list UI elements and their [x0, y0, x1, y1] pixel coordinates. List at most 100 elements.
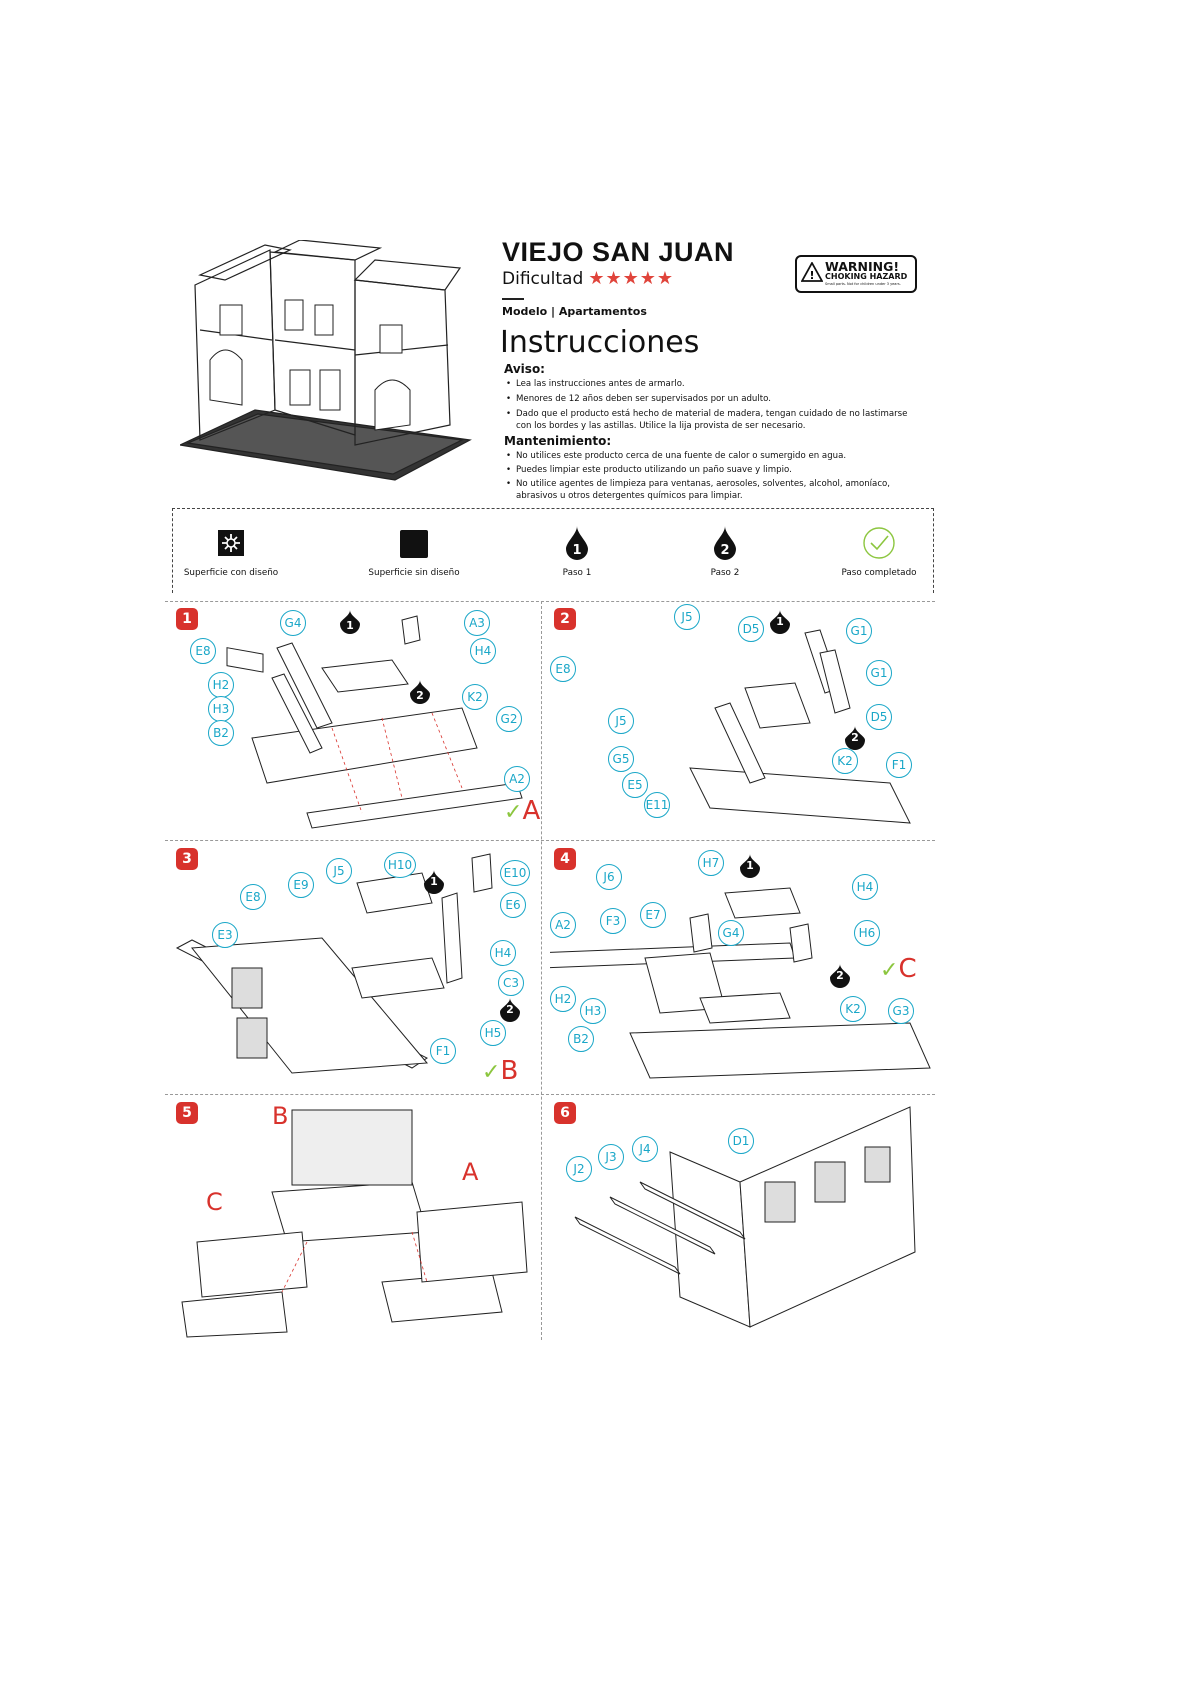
part-label: C3 — [498, 970, 524, 996]
warning-title: WARNING! — [825, 259, 900, 274]
svg-text:1: 1 — [776, 615, 784, 628]
svg-text:2: 2 — [506, 1003, 514, 1016]
part-label: F1 — [886, 752, 912, 778]
instructions-heading: Instrucciones — [500, 325, 700, 360]
step-4-panel: 4 1 2 H7 J6 H4 E7 A2 F3 G4 H6 H2 H3 K2 G… — [550, 848, 935, 1090]
warning-subtitle: CHOKING HAZARD — [825, 272, 908, 281]
list-item: No utilices este producto cerca de una f… — [506, 450, 931, 462]
part-label: D5 — [866, 704, 892, 730]
completed-marker: ✓A — [504, 796, 540, 826]
part-label: G1 — [866, 660, 892, 686]
step-3-diagram: 1 2 — [175, 853, 520, 1074]
part-label: H4 — [490, 940, 516, 966]
part-label: H7 — [698, 850, 724, 876]
checkpoint-letter: B — [500, 1056, 519, 1086]
step-number: 2 — [554, 608, 576, 630]
part-label: J2 — [566, 1156, 592, 1182]
step-1-diagram: 1 2 — [226, 610, 523, 829]
part-label: E9 — [288, 872, 314, 898]
step-2-panel: 2 1 2 J5 D5 G1 G1 E8 J5 D5 G5 K2 F1 E5 E… — [550, 604, 935, 836]
subassembly-label: C — [206, 1188, 223, 1216]
part-label: H10 — [384, 852, 416, 878]
part-label: H3 — [208, 696, 234, 722]
step-3-panel: 3 1 2 J5 H10 E10 E8 E9 E6 E3 H4 C3 H5 F1… — [172, 848, 537, 1090]
part-label: H3 — [580, 998, 606, 1024]
part-label: H2 — [208, 672, 234, 698]
step-number: 1 — [176, 608, 198, 630]
part-label: E8 — [550, 656, 576, 682]
part-label: E8 — [240, 884, 266, 910]
part-label: B2 — [208, 720, 234, 746]
step-1-icon: 1 — [566, 526, 588, 560]
part-label: A3 — [464, 610, 490, 636]
part-label: E11 — [644, 792, 670, 818]
checkpoint-letter: A — [522, 796, 541, 826]
svg-text:1: 1 — [746, 859, 754, 872]
part-label: H6 — [854, 920, 880, 946]
legend-label: Paso 1 — [562, 568, 592, 578]
list-item: Dado que el producto está hecho de mater… — [506, 408, 921, 432]
part-label: E8 — [190, 638, 216, 664]
part-label: K2 — [462, 684, 488, 710]
step-number: 6 — [554, 1102, 576, 1124]
completed-marker: ✓C — [880, 954, 917, 984]
part-label: K2 — [840, 996, 866, 1022]
part-label: J5 — [326, 858, 352, 884]
part-label: H5 — [480, 1020, 506, 1046]
legend-label: Superficie sin diseño — [368, 568, 460, 578]
svg-text:1: 1 — [346, 619, 354, 632]
step-6-diagram — [574, 1106, 916, 1328]
subassembly-label: A — [462, 1158, 479, 1186]
plain-surface-icon — [400, 530, 428, 558]
part-label: J6 — [596, 864, 622, 890]
part-label: G4 — [718, 920, 744, 946]
mantenimiento-list: No utilices este producto cerca de una f… — [506, 450, 931, 502]
warning-fine-print: Small parts. Not for children under 3 ye… — [825, 282, 901, 286]
svg-text:2: 2 — [720, 543, 729, 558]
checkpoint-letter: C — [898, 954, 917, 984]
part-label: F1 — [430, 1038, 456, 1064]
part-label: G1 — [846, 618, 872, 644]
warning-badge: ! WARNING! CHOKING HAZARD Small parts. N… — [795, 255, 917, 293]
part-label: J3 — [598, 1144, 624, 1170]
svg-text:2: 2 — [851, 731, 859, 744]
part-label: H4 — [852, 874, 878, 900]
model-label: Modelo | Apartamentos — [502, 305, 647, 318]
building-illustration — [177, 239, 472, 481]
part-label: J5 — [608, 708, 634, 734]
list-item: No utilice agentes de limpieza para vent… — [506, 478, 931, 502]
legend-label: Paso completado — [841, 568, 917, 578]
part-label: E7 — [640, 902, 666, 928]
part-label: H4 — [470, 638, 496, 664]
part-label: K2 — [832, 748, 858, 774]
step-5-diagram — [181, 1109, 528, 1338]
difficulty: Dificultad ★★★★★ — [502, 268, 674, 289]
check-icon: ✓ — [504, 800, 523, 825]
part-label: A2 — [504, 766, 530, 792]
legend-icons: 1 2 Superficie con diseño Superficie sin… — [172, 508, 932, 592]
list-item: Menores de 12 años deben ser supervisado… — [506, 393, 921, 405]
list-item: Lea las instrucciones antes de armarlo. — [506, 378, 921, 390]
step-2-icon: 2 — [714, 526, 736, 560]
svg-text:1: 1 — [430, 875, 438, 888]
part-label: E10 — [500, 860, 530, 886]
aviso-list: Lea las instrucciones antes de armarlo. … — [506, 378, 921, 432]
part-label: H2 — [550, 986, 576, 1012]
divider — [165, 601, 935, 602]
svg-text:!: ! — [809, 269, 814, 282]
list-item: Puedes limpiar este producto utilizando … — [506, 464, 931, 476]
part-label: J5 — [674, 604, 700, 630]
part-label: E6 — [500, 892, 526, 918]
step-5-panel: 5 B A C — [172, 1102, 537, 1340]
part-label: D5 — [738, 616, 764, 642]
part-label: G3 — [888, 998, 914, 1024]
step-1-panel: 1 1 2 G4 A3 E8 H4 H2 K2 H3 G2 B2 A2 ✓A — [172, 608, 540, 836]
page-title: VIEJO SAN JUAN — [502, 237, 735, 267]
legend-label: Paso 2 — [710, 568, 740, 578]
step-number: 3 — [176, 848, 198, 870]
part-label: G4 — [280, 610, 306, 636]
part-label: E5 — [622, 772, 648, 798]
step-4-diagram: 1 2 — [550, 854, 931, 1079]
legend — [172, 508, 934, 593]
part-label: E3 — [212, 922, 238, 948]
